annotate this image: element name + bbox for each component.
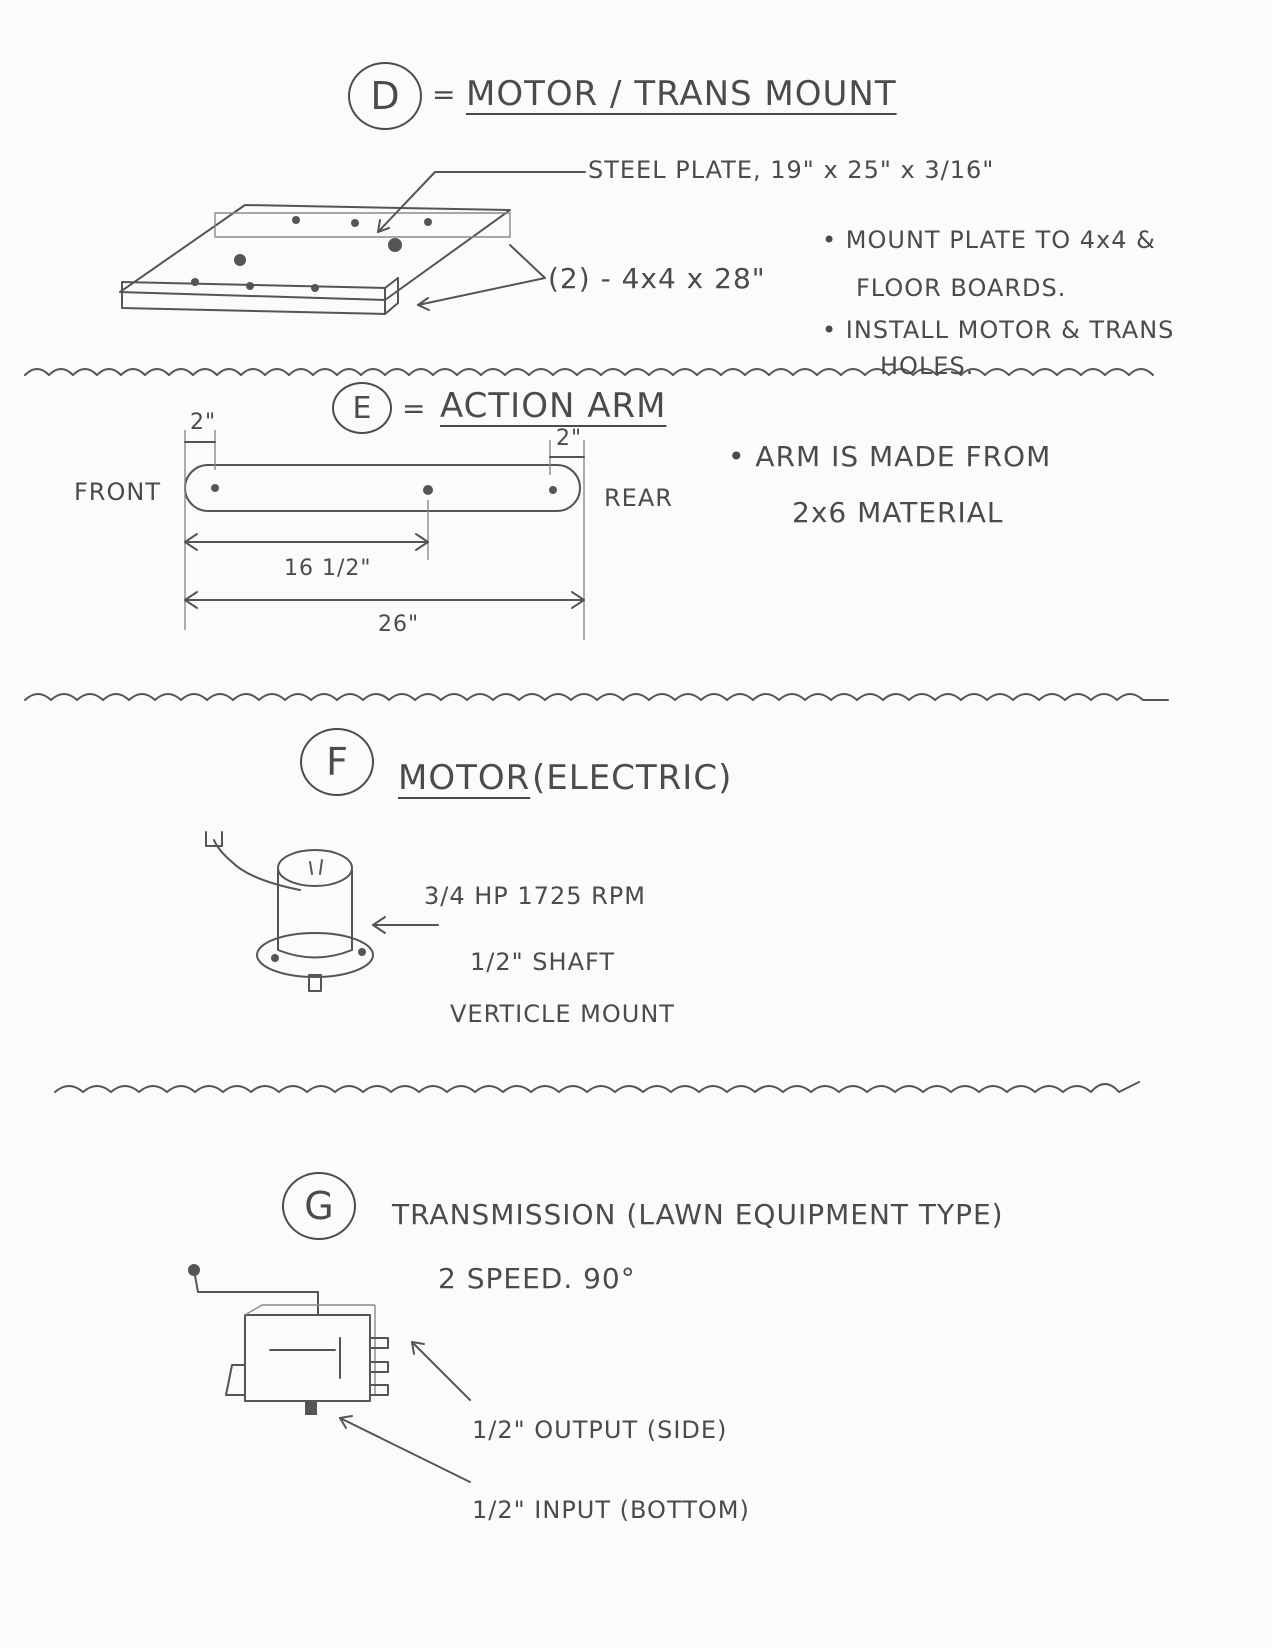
- beam-label: (2) - 4x4 x 28": [548, 262, 766, 295]
- section-f-letter: F: [326, 740, 348, 784]
- rear-label: REAR: [604, 484, 673, 512]
- front-label: FRONT: [74, 478, 161, 506]
- transmission-sketch: [188, 1264, 471, 1483]
- section-e-note-1: • ARM IS MADE FROM: [728, 440, 1052, 473]
- plate-label: STEEL PLATE, 19" x 25" x 3/16": [588, 156, 995, 184]
- section-d-note-4: HOLES.: [880, 352, 975, 380]
- section-d-note-2: FLOOR BOARDS.: [856, 274, 1067, 302]
- section-g-letter: G: [304, 1184, 334, 1228]
- section-e-equals: =: [402, 392, 427, 425]
- section-g-subtitle: 2 SPEED. 90°: [438, 1262, 636, 1295]
- section-d-note-1: • MOUNT PLATE TO 4x4 &: [822, 226, 1156, 254]
- section-f-title: MOTOR: [398, 758, 531, 798]
- dim-mid: 16 1/2": [284, 556, 372, 581]
- divider-3: [54, 1081, 1140, 1093]
- divider-1: [24, 368, 1154, 376]
- output-label: 1/2" OUTPUT (SIDE): [472, 1416, 728, 1444]
- section-g-badge: G: [282, 1172, 356, 1240]
- section-g-title: TRANSMISSION (LAWN EQUIPMENT TYPE): [392, 1198, 1004, 1231]
- section-f-badge: F: [300, 728, 374, 796]
- dim-total: 26": [378, 612, 420, 637]
- action-arm-sketch: [184, 430, 585, 640]
- input-label: 1/2" INPUT (BOTTOM): [472, 1496, 750, 1524]
- section-f-subtitle: (ELECTRIC): [532, 758, 733, 798]
- mount-plate-sketch: [119, 171, 586, 315]
- dim-front-end: 2": [190, 410, 217, 435]
- section-d-title: MOTOR / TRANS MOUNT: [466, 74, 897, 114]
- dim-rear-end: 2": [556, 426, 583, 451]
- motor-sketch: [205, 831, 439, 992]
- section-e-note-2: 2x6 MATERIAL: [792, 496, 1004, 529]
- section-d-badge: D: [348, 62, 422, 130]
- motor-spec-2: 1/2" SHAFT: [470, 948, 616, 976]
- section-e-letter: E: [352, 390, 372, 426]
- section-d-note-3: • INSTALL MOTOR & TRANS: [822, 316, 1175, 344]
- motor-spec-1: 3/4 HP 1725 RPM: [424, 882, 646, 910]
- section-d-letter: D: [370, 74, 400, 118]
- divider-2: [24, 693, 1169, 701]
- section-d-equals: =: [432, 78, 457, 111]
- motor-spec-3: VERTICLE MOUNT: [450, 1000, 675, 1028]
- section-e-title: ACTION ARM: [440, 386, 667, 426]
- section-e-badge: E: [332, 382, 392, 434]
